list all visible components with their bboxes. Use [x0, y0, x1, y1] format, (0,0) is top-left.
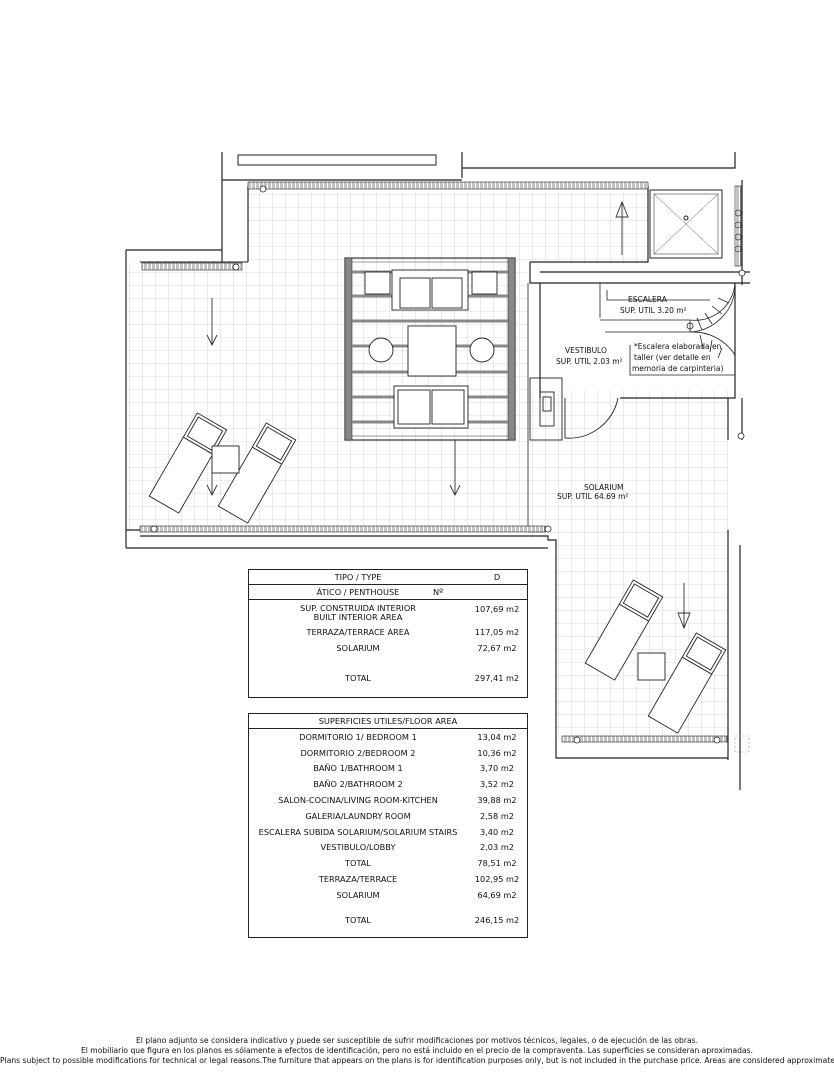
slope-arrows: [206, 200, 691, 630]
stairs-note-line-3: memoria de carpinteria): [632, 364, 723, 373]
skylight: [649, 189, 742, 259]
row-value: 107,69 m2: [474, 604, 520, 614]
table-row: SALON-COCINA/LIVING ROOM-KITCHEN 39,88 m2: [249, 792, 527, 808]
row-value: 3,40 m2: [479, 826, 515, 837]
row-label: TERRAZA/TERRACE: [318, 874, 398, 885]
lobby-label: VESTIBULO: [565, 346, 607, 355]
lounge-furniture: [364, 269, 498, 429]
row-label: SUP. CONSTRUIDA INTERIOR: [300, 603, 416, 613]
door-swing: [529, 377, 619, 441]
table-row: SOLARIUM 72,67 m2: [249, 640, 527, 656]
table-row: SOLARIUM 64,69 m2: [249, 887, 527, 903]
table-row: TOTAL 78,51 m2: [249, 855, 527, 871]
table-row: GALERIA/LAUNDRY ROOM 2,58 m2: [249, 808, 527, 824]
row-value: 102,95 m2: [474, 874, 520, 885]
row-value: 117,05 m2: [474, 627, 520, 637]
type-header-value: D: [493, 572, 501, 582]
row-label: TOTAL: [345, 858, 371, 869]
total-label: TOTAL: [345, 914, 371, 925]
row-label: BAÑO 2/BATHROOM 2: [313, 779, 403, 790]
row-value: 78,51 m2: [477, 858, 517, 869]
disclaimer-line-3: Plans subject to possible modifications …: [0, 1056, 834, 1065]
row-label: GALERIA/LAUNDRY ROOM: [305, 810, 411, 821]
floor-header-row: SUPERFICIES UTILES/FLOOR AREA: [249, 714, 527, 729]
table-row: TERRAZA/TERRACE 102,95 m2: [249, 871, 527, 887]
lobby-area-label: SUP. UTIL 2.03 m²: [556, 357, 623, 366]
penthouse-label: ÁTICO / PENTHOUSE: [316, 587, 400, 597]
row-value: 72,67 m2: [477, 643, 517, 653]
table-row: BAÑO 1/BATHROOM 1 3,70 m2: [249, 761, 527, 777]
row-value: 64,69 m2: [477, 889, 517, 900]
row-label: SOLARIUM: [336, 889, 380, 900]
stairs-label: ESCALERA: [628, 295, 668, 304]
sun-loungers: [148, 412, 727, 734]
type-area-table: TIPO / TYPE D ÁTICO / PENTHOUSE Nº SUP. …: [248, 569, 528, 698]
row-value: 39,88 m2: [477, 795, 517, 806]
row-label: TERRAZA/TERRACE AREA: [306, 627, 410, 637]
row-value: 2,58 m2: [479, 810, 515, 821]
row-label: DORMITORIO 2/BEDROOM 2: [300, 747, 416, 758]
table-row: DORMITORIO 2/BEDROOM 2 10,36 m2: [249, 745, 527, 761]
penthouse-number-label: Nº: [433, 587, 443, 597]
row-label: BUILT INTERIOR AREA: [313, 612, 403, 622]
table-row: BUILT INTERIOR AREA 107,69 m2: [249, 604, 527, 624]
stairs-note-line-1: *Escalera elaborada en: [634, 342, 722, 351]
table-row: TERRAZA/TERRACE AREA 117,05 m2: [249, 624, 527, 640]
room-labels: ESCALERA SUP. UTIL 3.20 m² VESTIBULO SUP…: [556, 295, 723, 501]
wall-niche: [734, 735, 750, 753]
row-value: 3,52 m2: [479, 779, 515, 790]
row-label: SOLARIUM: [336, 643, 380, 653]
row-label: DORMITORIO 1/ BEDROOM 1: [299, 731, 417, 742]
table-row: ESCALERA SUBIDA SOLARIUM/SOLARIUM STAIRS…: [249, 824, 527, 840]
stairs-area-label: SUP. UTIL 3.20 m²: [620, 306, 687, 315]
penthouse-row: ÁTICO / PENTHOUSE Nº: [249, 585, 527, 600]
floor-header-label: SUPERFICIES UTILES/FLOOR AREA: [318, 716, 458, 726]
total-row: TOTAL 246,15 m2: [249, 912, 527, 928]
row-value: 2,03 m2: [479, 842, 515, 853]
row-value: 3,70 m2: [479, 763, 515, 774]
table-row: BAÑO 2/BATHROOM 2 3,52 m2: [249, 776, 527, 792]
total-label: TOTAL: [345, 673, 371, 683]
row-value: 13,04 m2: [477, 731, 517, 742]
disclaimer-line-1: El plano adjunto se considera indicativo…: [135, 1036, 699, 1045]
solarium-area-label: SUP. UTIL 64.69 m²: [557, 492, 628, 501]
floor-area-table: SUPERFICIES UTILES/FLOOR AREA DORMITORIO…: [248, 713, 528, 938]
row-label: ESCALERA SUBIDA SOLARIUM/SOLARIUM STAIRS: [258, 826, 458, 837]
total-value: 297,41 m2: [474, 673, 520, 683]
spiral-staircase: [599, 282, 736, 376]
total-row: TOTAL 297,41 m2: [249, 670, 527, 686]
row-label: VESTIBULO/LOBBY: [320, 842, 396, 853]
total-value: 246,15 m2: [474, 914, 520, 925]
type-header-label: TIPO / TYPE: [334, 572, 382, 582]
table-row: SUP. CONSTRUIDA INTERIOR: [249, 600, 527, 616]
disclaimer-line-2: El mobiliario que figura en los planos e…: [80, 1046, 754, 1055]
table-row: DORMITORIO 1/ BEDROOM 1 13,04 m2: [249, 729, 527, 745]
row-label: BAÑO 1/BATHROOM 1: [313, 763, 403, 774]
table-row: VESTIBULO/LOBBY 2,03 m2: [249, 840, 527, 856]
row-label: SALON-COCINA/LIVING ROOM-KITCHEN: [278, 795, 438, 806]
solarium-label: SOLARIUM: [584, 483, 624, 492]
row-value: 10,36 m2: [477, 747, 517, 758]
type-header-row: TIPO / TYPE D: [249, 570, 527, 585]
stairs-note-line-2: taller (ver detalle en: [634, 353, 711, 362]
drain-markers: [150, 185, 746, 744]
